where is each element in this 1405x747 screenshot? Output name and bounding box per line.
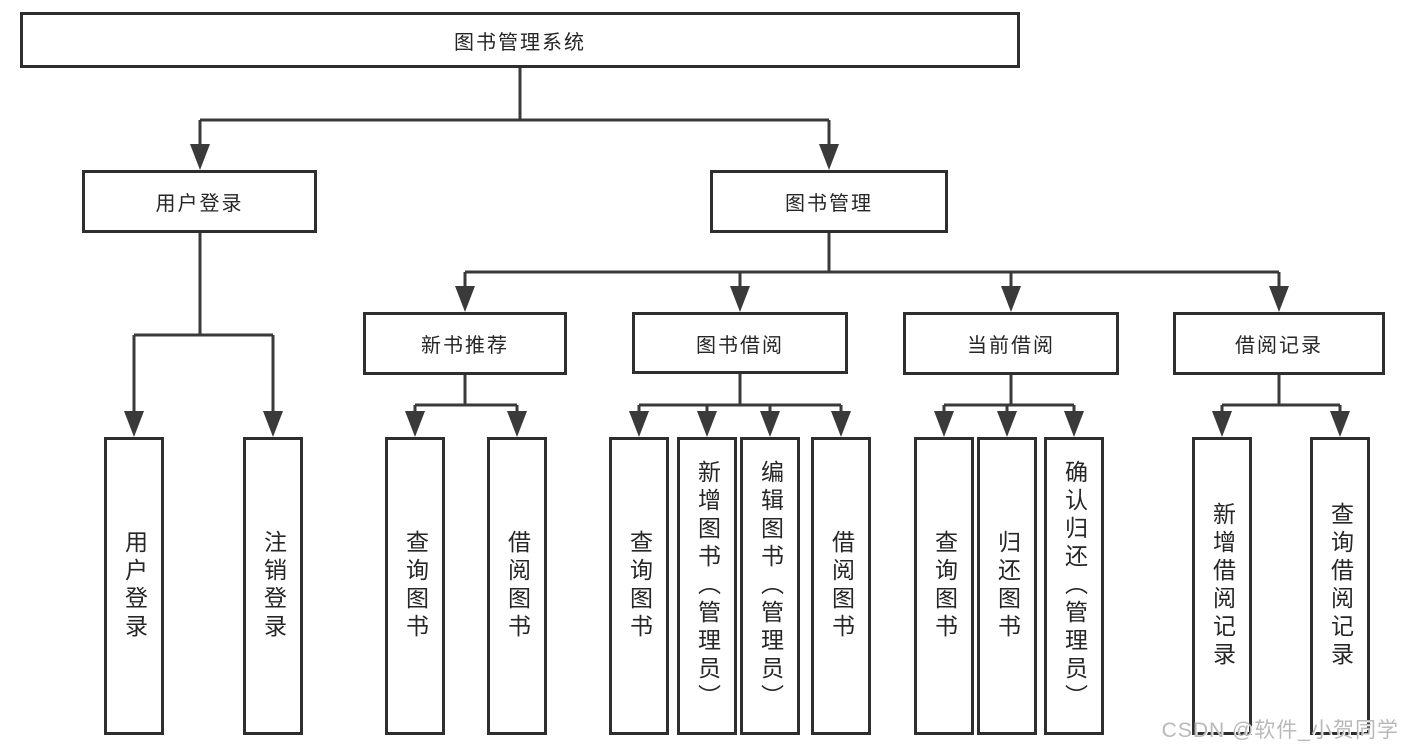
node-new-book-recommend: 新书推荐 — [363, 312, 567, 375]
leaf-query-books-current: 查询图书 — [914, 437, 974, 735]
node-borrow-records: 借阅记录 — [1173, 312, 1385, 375]
leaf-query-books-newrec: 查询图书 — [385, 437, 445, 735]
leaf-add-borrow-record: 新增借阅记录 — [1192, 437, 1252, 735]
leaf-confirm-return-admin: 确认归还（管理员） — [1044, 437, 1104, 735]
leaf-borrow-books-newrec: 借阅图书 — [487, 437, 547, 735]
leaf-query-borrow-record: 查询借阅记录 — [1310, 437, 1370, 735]
leaf-edit-books-admin: 编辑图书（管理员） — [740, 437, 800, 735]
leaf-return-books: 归还图书 — [977, 437, 1037, 735]
leaf-logout: 注销登录 — [243, 437, 303, 735]
node-book-management: 图书管理 — [710, 170, 948, 233]
leaf-borrow-books-borrow: 借阅图书 — [811, 437, 871, 735]
node-current-borrow: 当前借阅 — [903, 312, 1119, 375]
node-book-borrow: 图书借阅 — [632, 312, 848, 374]
leaf-add-books-admin: 新增图书（管理员） — [677, 437, 737, 735]
csdn-watermark: CSDN @软件_小贺同学 — [1161, 719, 1399, 742]
leaf-query-books-borrow: 查询图书 — [609, 437, 669, 735]
node-root: 图书管理系统 — [20, 12, 1020, 68]
node-user-login: 用户登录 — [82, 170, 317, 233]
leaf-user-login: 用户登录 — [104, 437, 164, 735]
